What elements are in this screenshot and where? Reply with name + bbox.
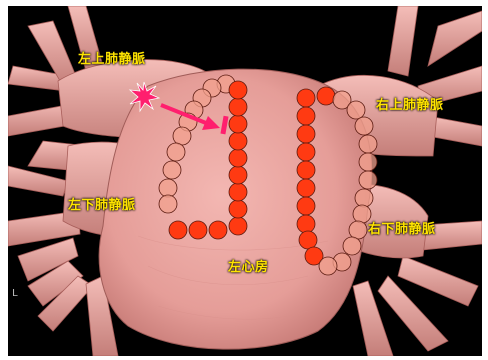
ablation-point-marker [359, 171, 377, 189]
ct-3d-render: 左上肺静脈 左下肺静脈 右上肺静脈 右下肺静脈 左心房 L [8, 6, 482, 356]
ablation-point-marker [343, 237, 361, 255]
label-lipv: 左下肺静脈 [68, 194, 136, 213]
ablation-point-marker [229, 115, 247, 133]
ablation-point-marker [229, 98, 247, 116]
label-lspv: 左上肺静脈 [78, 48, 146, 67]
ablation-point-marker [319, 257, 337, 275]
ablation-point-marker [229, 166, 247, 184]
ablation-point-marker [359, 153, 377, 171]
ablation-point-marker [229, 200, 247, 218]
ablation-point-marker [297, 197, 315, 215]
ablation-point-marker [229, 217, 247, 235]
ablation-point-marker [355, 189, 373, 207]
label-ripv: 右下肺静脈 [368, 218, 436, 237]
ablation-point-marker [173, 127, 191, 145]
ablation-point-marker [229, 81, 247, 99]
ablation-point-marker [229, 149, 247, 167]
ablation-point-marker [297, 161, 315, 179]
ablation-point-marker [297, 179, 315, 197]
label-rspv: 右上肺静脈 [376, 94, 444, 113]
ablation-point-marker [297, 215, 315, 233]
ablation-point-marker [359, 135, 377, 153]
ablation-point-marker [297, 89, 315, 107]
ablation-point-marker [347, 101, 365, 119]
ablation-point-marker [299, 231, 317, 249]
ablation-point-marker [229, 183, 247, 201]
ablation-point-marker [159, 179, 177, 197]
label-la: 左心房 [228, 256, 269, 275]
ablation-point-marker [167, 143, 185, 161]
ablation-point-marker [159, 195, 177, 213]
ablation-point-marker [297, 125, 315, 143]
orientation-marker-l: L [12, 288, 18, 299]
ablation-point-marker [317, 87, 335, 105]
ablation-point-marker [189, 221, 207, 239]
ablation-point-marker [297, 107, 315, 125]
ablation-point-marker [169, 221, 187, 239]
ablation-point-marker [163, 161, 181, 179]
ablation-point-marker [229, 132, 247, 150]
ablation-point-marker [349, 221, 367, 239]
ablation-point-marker [355, 117, 373, 135]
ablation-point-marker [297, 143, 315, 161]
ablation-point-marker [209, 221, 227, 239]
